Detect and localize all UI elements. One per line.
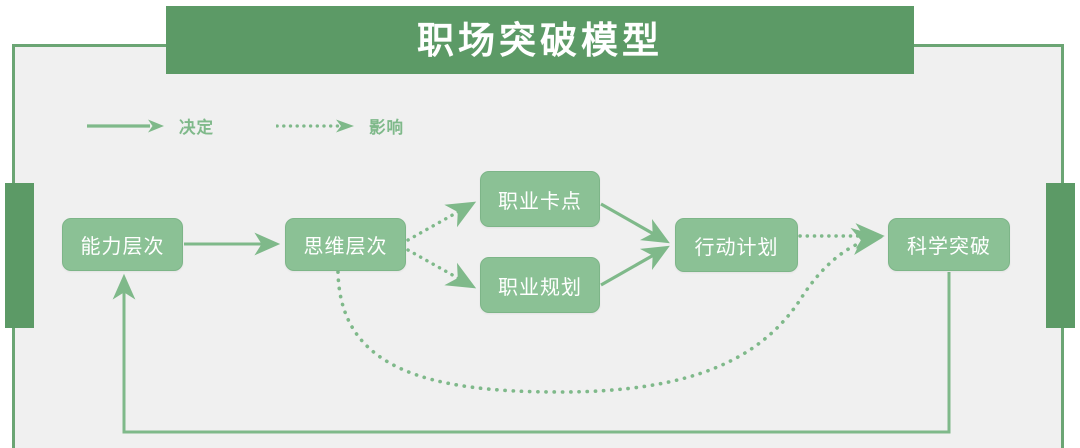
node-label: 职业卡点 bbox=[498, 190, 582, 213]
dotted-arrow-icon bbox=[276, 119, 354, 133]
node-label: 科学突破 bbox=[907, 236, 991, 258]
node-career-planning[interactable]: 职业规划 bbox=[480, 257, 600, 313]
title-banner: 职场突破模型 bbox=[166, 6, 914, 74]
node-thinking-level[interactable]: 思维层次 bbox=[285, 218, 406, 271]
node-ability-level[interactable]: 能力层次 bbox=[62, 218, 183, 271]
node-label: 职业规划 bbox=[498, 276, 582, 299]
accent-bar-right bbox=[1046, 183, 1075, 328]
node-label: 行动计划 bbox=[694, 236, 779, 259]
node-career-blocker[interactable]: 职业卡点 bbox=[480, 171, 600, 227]
legend: 决定 影响 bbox=[86, 108, 404, 144]
legend-label-influence: 影响 bbox=[369, 119, 404, 137]
node-label: 能力层次 bbox=[80, 236, 165, 258]
node-scientific-breakthrough[interactable]: 科学突破 bbox=[888, 218, 1010, 271]
legend-item-decide: 决定 bbox=[86, 114, 214, 138]
legend-item-influence: 影响 bbox=[276, 114, 404, 138]
solid-arrow-icon bbox=[87, 119, 164, 133]
legend-label-decide: 决定 bbox=[179, 119, 214, 137]
accent-bar-left bbox=[5, 183, 34, 328]
node-action-plan[interactable]: 行动计划 bbox=[675, 218, 798, 272]
page-title: 职场突破模型 bbox=[417, 19, 663, 61]
node-label: 思维层次 bbox=[303, 236, 388, 258]
